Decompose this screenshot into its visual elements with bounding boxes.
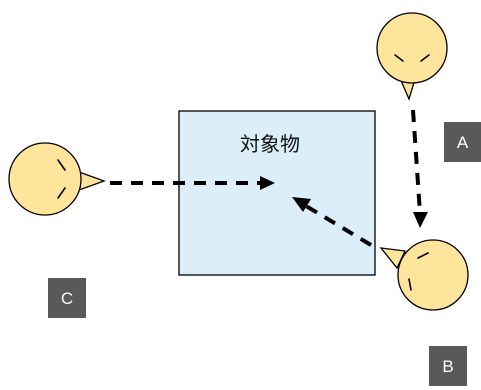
arrowhead-c-to-object xyxy=(260,176,275,190)
observer-b-face xyxy=(397,239,469,311)
observer-b xyxy=(379,239,469,311)
arrowhead-b-to-object xyxy=(292,197,311,212)
arrow-b-to-object xyxy=(292,197,373,247)
observer-a-face xyxy=(376,12,448,84)
tag-a-text: A xyxy=(457,133,469,152)
tag-b: B xyxy=(429,346,467,386)
target-object-box xyxy=(178,110,376,276)
target-object: 対象物 xyxy=(178,110,376,276)
arrowhead-a-to-b xyxy=(413,212,428,228)
observer-b-eye-bottom xyxy=(408,278,412,291)
tag-a: A xyxy=(444,122,481,162)
observer-c-beak xyxy=(78,171,106,191)
tag-b-text: B xyxy=(442,357,453,376)
arrow-a-to-b xyxy=(411,109,428,228)
observer-c-face xyxy=(8,142,82,216)
arrow-c-to-object xyxy=(110,176,275,190)
tag-c-text: C xyxy=(61,289,73,308)
observer-a-eye-right xyxy=(420,54,430,62)
observer-a xyxy=(376,12,448,101)
observer-c xyxy=(8,142,106,216)
tag-c: C xyxy=(48,278,86,318)
observer-c-eye-top xyxy=(57,159,66,171)
observer-a-eye-left xyxy=(394,54,404,62)
observer-b-eye-top xyxy=(417,252,429,259)
observer-c-eye-bottom xyxy=(57,187,66,199)
target-object-label: 対象物 xyxy=(240,132,300,156)
